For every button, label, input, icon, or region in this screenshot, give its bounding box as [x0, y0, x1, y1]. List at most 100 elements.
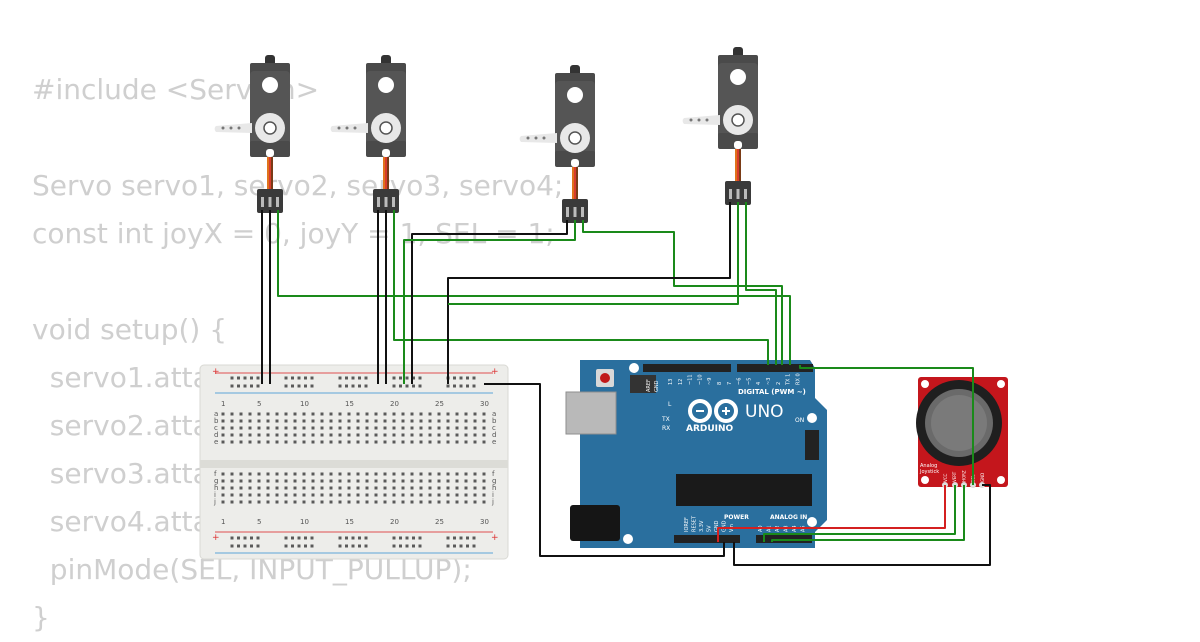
breadboard-hole[interactable] — [459, 544, 463, 548]
breadboard-hole[interactable] — [365, 479, 369, 483]
breadboard-hole[interactable] — [365, 433, 369, 437]
breadboard-hole[interactable] — [383, 486, 387, 490]
breadboard-hole[interactable] — [419, 412, 423, 416]
breadboard-hole[interactable] — [320, 426, 324, 430]
breadboard-hole[interactable] — [297, 544, 301, 548]
breadboard-hole[interactable] — [302, 486, 306, 490]
breadboard-hole[interactable] — [248, 440, 252, 444]
breadboard-hole[interactable] — [257, 440, 261, 444]
breadboard-hole[interactable] — [446, 440, 450, 444]
breadboard-hole[interactable] — [275, 500, 279, 504]
breadboard-hole[interactable] — [302, 426, 306, 430]
breadboard-hole[interactable] — [356, 419, 360, 423]
breadboard-hole[interactable] — [243, 536, 247, 540]
breadboard-hole[interactable] — [473, 479, 477, 483]
breadboard-hole[interactable] — [472, 536, 476, 540]
breadboard-hole[interactable] — [338, 544, 342, 548]
breadboard-hole[interactable] — [410, 433, 414, 437]
breadboard-hole[interactable] — [237, 544, 240, 548]
breadboard-hole[interactable] — [329, 493, 333, 497]
breadboard-hole[interactable] — [482, 472, 486, 476]
breadboard-hole[interactable] — [239, 412, 243, 416]
breadboard-hole[interactable] — [297, 536, 301, 540]
breadboard-hole[interactable] — [284, 419, 288, 423]
breadboard-hole[interactable] — [275, 419, 279, 423]
breadboard-hole[interactable] — [459, 384, 463, 388]
breadboard-hole[interactable] — [221, 500, 225, 504]
breadboard-hole[interactable] — [401, 479, 405, 483]
breadboard-hole[interactable] — [410, 426, 414, 430]
breadboard-hole[interactable] — [401, 440, 405, 444]
breadboard-hole[interactable] — [311, 472, 315, 476]
breadboard-hole[interactable] — [311, 486, 315, 490]
breadboard-hole[interactable] — [446, 419, 450, 423]
breadboard-hole[interactable] — [356, 472, 360, 476]
breadboard-hole[interactable] — [311, 419, 315, 423]
breadboard-hole[interactable] — [466, 376, 469, 380]
breadboard-hole[interactable] — [304, 376, 307, 380]
breadboard-hole[interactable] — [275, 486, 279, 490]
breadboard-hole[interactable] — [284, 544, 288, 548]
breadboard-hole[interactable] — [248, 412, 252, 416]
breadboard-hole[interactable] — [230, 479, 234, 483]
breadboard-hole[interactable] — [392, 419, 396, 423]
breadboard-hole[interactable] — [284, 426, 288, 430]
breadboard-hole[interactable] — [455, 419, 459, 423]
breadboard-hole[interactable] — [230, 376, 234, 380]
breadboard-hole[interactable] — [284, 433, 288, 437]
breadboard-hole[interactable] — [243, 384, 247, 388]
breadboard-hole[interactable] — [412, 536, 415, 540]
breadboard-hole[interactable] — [365, 426, 369, 430]
breadboard-hole[interactable] — [338, 493, 342, 497]
breadboard-hole[interactable] — [275, 479, 279, 483]
breadboard-hole[interactable] — [310, 384, 314, 388]
breadboard-hole[interactable] — [221, 486, 225, 490]
breadboard-hole[interactable] — [412, 376, 415, 380]
breadboard-hole[interactable] — [455, 479, 459, 483]
breadboard-hole[interactable] — [304, 544, 307, 548]
breadboard-hole[interactable] — [392, 544, 396, 548]
breadboard-hole[interactable] — [401, 500, 405, 504]
breadboard-hole[interactable] — [329, 440, 333, 444]
breadboard-hole[interactable] — [464, 440, 468, 444]
breadboard-hole[interactable] — [221, 412, 225, 416]
breadboard-hole[interactable] — [472, 376, 476, 380]
breadboard-hole[interactable] — [410, 412, 414, 416]
breadboard-hole[interactable] — [230, 493, 234, 497]
breadboard-hole[interactable] — [257, 412, 261, 416]
breadboard-hole[interactable] — [453, 376, 456, 380]
breadboard-hole[interactable] — [428, 419, 432, 423]
breadboard-hole[interactable] — [230, 544, 234, 548]
breadboard-hole[interactable] — [446, 384, 450, 388]
breadboard-hole[interactable] — [250, 536, 253, 540]
breadboard-hole[interactable] — [466, 544, 469, 548]
breadboard-hole[interactable] — [419, 500, 423, 504]
breadboard-hole[interactable] — [356, 426, 360, 430]
breadboard-hole[interactable] — [374, 493, 378, 497]
breadboard-hole[interactable] — [428, 472, 432, 476]
breadboard-hole[interactable] — [410, 479, 414, 483]
breadboard-hole[interactable] — [401, 486, 405, 490]
breadboard-hole[interactable] — [437, 479, 441, 483]
breadboard-hole[interactable] — [291, 536, 294, 540]
breadboard-hole[interactable] — [399, 384, 402, 388]
breadboard-hole[interactable] — [320, 440, 324, 444]
breadboard-hole[interactable] — [302, 419, 306, 423]
breadboard-hole[interactable] — [338, 384, 342, 388]
breadboard-hole[interactable] — [482, 486, 486, 490]
breadboard-hole[interactable] — [455, 433, 459, 437]
breadboard-hole[interactable] — [320, 493, 324, 497]
breadboard-hole[interactable] — [239, 472, 243, 476]
breadboard-hole[interactable] — [230, 426, 234, 430]
breadboard-hole[interactable] — [347, 412, 351, 416]
breadboard-hole[interactable] — [320, 500, 324, 504]
breadboard-hole[interactable] — [248, 472, 252, 476]
breadboard-hole[interactable] — [392, 493, 396, 497]
breadboard-hole[interactable] — [347, 493, 351, 497]
breadboard-hole[interactable] — [464, 412, 468, 416]
breadboard-hole[interactable] — [237, 384, 240, 388]
breadboard-hole[interactable] — [248, 426, 252, 430]
breadboard-hole[interactable] — [412, 384, 415, 388]
breadboard-hole[interactable] — [266, 486, 270, 490]
breadboard-hole[interactable] — [383, 426, 387, 430]
